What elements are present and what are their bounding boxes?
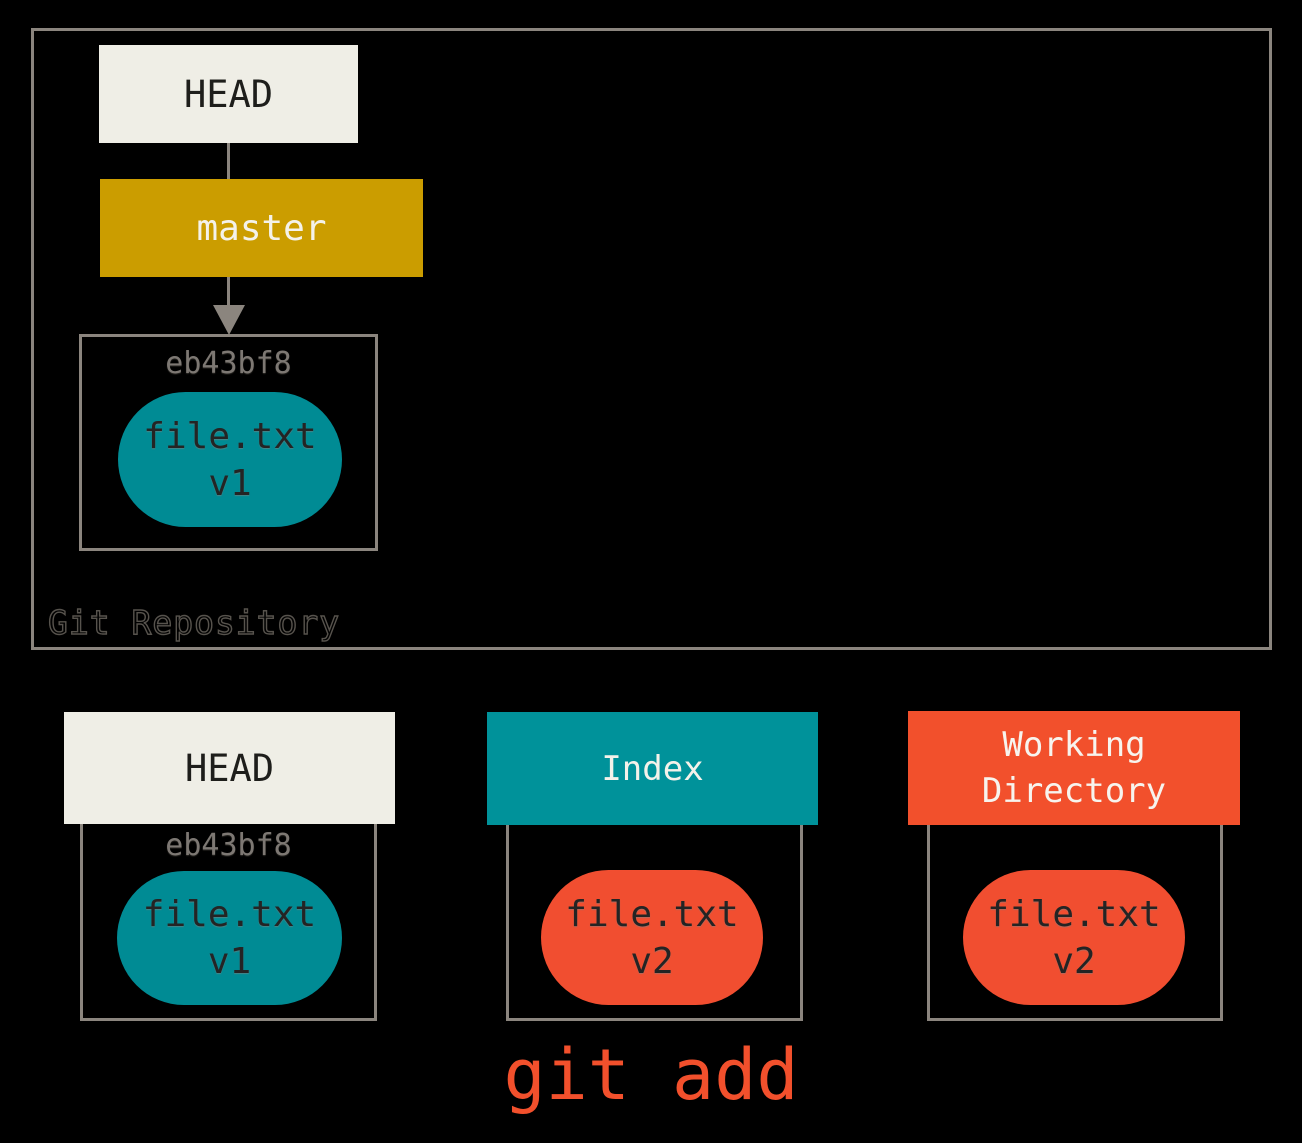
index-column-header: Index	[487, 712, 818, 825]
commit-box	[79, 334, 378, 551]
head-ref-label: HEAD	[183, 72, 274, 116]
git-repository-box	[31, 28, 1272, 650]
working-directory-file-blob: file.txt v2	[963, 870, 1185, 1005]
working-directory-column-header: Working Directory	[908, 711, 1240, 825]
index-column-title: Index	[601, 748, 704, 789]
commit-file-blob: file.txt v1	[118, 392, 342, 527]
working-directory-column-title: Working Directory	[981, 725, 1167, 811]
head-column-commit-hash: eb43bf8	[165, 828, 292, 863]
master-branch-label: master	[196, 207, 327, 249]
head-column-title: HEAD	[184, 746, 275, 790]
git-repository-label: Git Repository	[47, 602, 341, 642]
head-column-file-name: file.txt	[142, 894, 317, 935]
working-directory-file-name: file.txt	[987, 893, 1161, 935]
head-to-master-connector-line	[227, 142, 230, 180]
git-add-command-caption: git add	[503, 1034, 799, 1116]
head-ref-box: HEAD	[99, 45, 358, 143]
head-column-file-blob: file.txt v1	[117, 871, 342, 1005]
arrow-down-icon	[213, 305, 245, 335]
index-column-file-name: file.txt	[565, 893, 739, 935]
index-column-file-blob: file.txt v2	[541, 870, 763, 1005]
commit-file-name: file.txt	[143, 415, 317, 457]
head-column-file-version: v1	[207, 941, 252, 982]
master-branch-box: master	[100, 179, 423, 277]
working-directory-file-version: v2	[1052, 940, 1096, 982]
master-to-commit-connector-line	[227, 276, 230, 308]
head-column-header: HEAD	[64, 712, 395, 824]
commit-file-version: v1	[208, 462, 252, 504]
commit-hash: eb43bf8	[165, 346, 292, 381]
index-column-file-version: v2	[630, 940, 674, 982]
